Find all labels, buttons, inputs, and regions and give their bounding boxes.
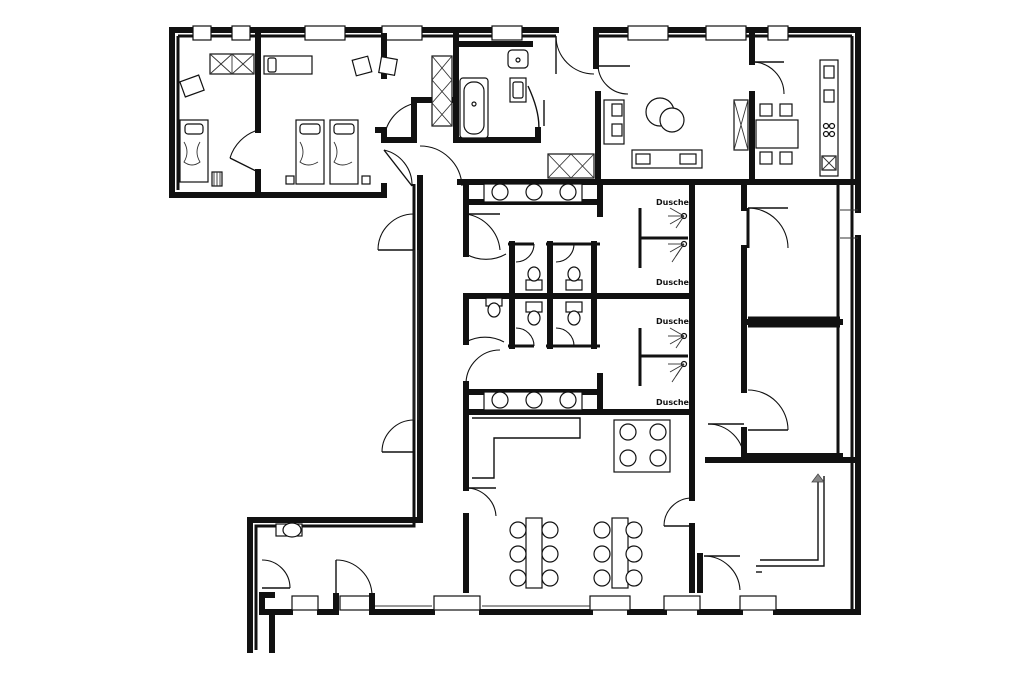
door-wash-top[interactable] (465, 213, 501, 251)
door-hall-mid[interactable] (381, 419, 415, 453)
sanitary-walls (463, 179, 695, 593)
door-kitchen[interactable] (751, 61, 785, 95)
shower-label-2: Dusche (656, 278, 690, 287)
washbasins-top (483, 183, 583, 203)
right-rooms (705, 179, 855, 463)
door-hall-top[interactable] (383, 149, 413, 187)
door-wc-left-top[interactable] (465, 253, 507, 260)
door-hall-right[interactable] (419, 145, 463, 187)
hall-doors (261, 145, 463, 615)
toilet-cubicles (465, 213, 600, 385)
door-living[interactable] (597, 65, 629, 95)
door-bedroom-2[interactable] (383, 103, 413, 141)
shower-label-1: Dusche (656, 198, 690, 207)
bedroom-1 (179, 53, 259, 187)
door-dining-right[interactable] (663, 497, 693, 527)
stair-ramp (697, 473, 825, 593)
bedroom-2 (263, 55, 413, 187)
door-bedroom-1[interactable] (229, 129, 259, 159)
shower-label-3: Dusche (656, 317, 690, 326)
door-room-right-1[interactable] (747, 207, 789, 249)
shower-label-4: Dusche (656, 398, 690, 407)
living-room (597, 65, 749, 169)
door-entry-top[interactable] (555, 35, 595, 75)
bathroom (431, 49, 545, 139)
dining-room (465, 417, 693, 589)
washbasins-bottom (483, 391, 583, 411)
door-bottom-entry[interactable] (335, 559, 373, 597)
door-hall-left[interactable] (377, 213, 415, 251)
door-stair[interactable] (703, 555, 741, 591)
door-wc-left-bottom[interactable] (465, 336, 505, 343)
door-dining-left[interactable] (465, 487, 497, 517)
windows-top (192, 25, 789, 41)
door-annex-wc[interactable] (261, 559, 291, 589)
door-room-right-2[interactable] (747, 389, 789, 431)
kitchen (751, 59, 839, 177)
arrow-up-icon (811, 473, 825, 483)
windows-bottom (291, 595, 777, 611)
cabinet (547, 153, 595, 179)
shower-area: Dusche Dusche Dusche Dusche (638, 198, 690, 407)
door-corridor-right[interactable] (707, 423, 745, 461)
